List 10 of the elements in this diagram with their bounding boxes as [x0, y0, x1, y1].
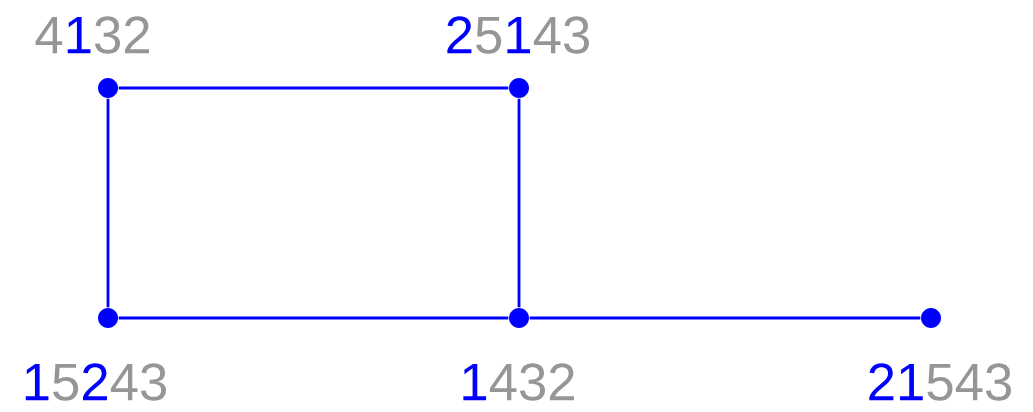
- vertex-label: 1432: [463, 363, 574, 401]
- vertex-label: 4132: [35, 16, 149, 54]
- graph-edge: [517, 98, 521, 308]
- graph-edge: [529, 316, 921, 320]
- graph-edge: [106, 98, 110, 308]
- vertex-label: 21543: [869, 363, 1011, 401]
- vertex-label: 15243: [25, 363, 166, 401]
- graph-edge: [118, 316, 509, 320]
- graph-edge: [118, 86, 509, 90]
- vertex-label: 25143: [447, 16, 589, 54]
